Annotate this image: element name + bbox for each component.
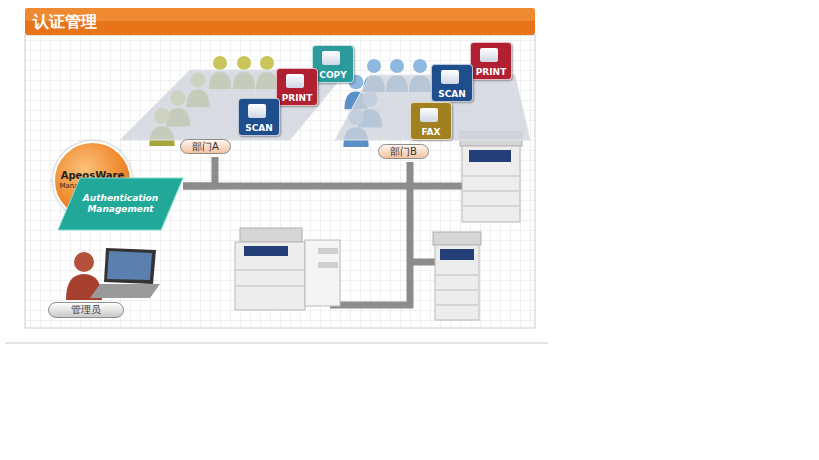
person-head (260, 56, 274, 70)
printer-large (235, 228, 340, 310)
function-icon: COPY (312, 45, 354, 83)
department-area: 部门B PRINT SCAN FAX (335, 40, 535, 162)
person-head (237, 56, 251, 70)
person-head (213, 56, 227, 70)
icon-label: SCAN (432, 89, 472, 99)
icon-glyph (286, 74, 304, 88)
module-plane: Authentication Management (58, 178, 183, 230)
icon-glyph (420, 108, 438, 122)
network-line (330, 302, 413, 309)
grid (26, 36, 534, 327)
plane-polygon (58, 178, 183, 230)
icon-glyph (322, 51, 340, 65)
icon-label: FAX (411, 127, 451, 137)
network-line (406, 183, 462, 190)
function-icon: SCAN (431, 64, 473, 102)
module-name: Authentication Management (78, 193, 163, 215)
person-head (390, 59, 404, 73)
icon-label: SCAN (239, 123, 279, 133)
department-label: 部门B (378, 144, 429, 159)
title-bar (25, 8, 535, 35)
network-line (407, 182, 414, 308)
icon-label: PRINT (471, 67, 511, 77)
icon-glyph (441, 70, 459, 84)
role-label: 管理员 (48, 302, 124, 318)
network-connector (183, 157, 215, 186)
department-label: 部门A (180, 139, 231, 154)
printer (433, 232, 481, 320)
diagram-title: 认证管理 (33, 8, 97, 35)
rule (5, 343, 548, 344)
title-bar-shine (25, 8, 535, 21)
icon-glyph (480, 48, 498, 62)
function-icon: FAX (410, 102, 452, 140)
person-head (367, 59, 381, 73)
network-connector (183, 162, 410, 186)
printer (460, 132, 522, 222)
department-area: 部门ACOPYPRINTSCAN (120, 45, 348, 157)
icon-glyph (248, 104, 266, 118)
person-head (413, 59, 427, 73)
icon-label: COPY (313, 70, 353, 80)
function-icon: SCAN (238, 98, 280, 136)
function-icon: PRINT (470, 42, 512, 80)
role-text: 管理员 (71, 303, 101, 317)
panel (25, 35, 535, 328)
function-icon: PRINT (276, 68, 318, 106)
laptop (90, 248, 160, 298)
icon-label: PRINT (277, 93, 317, 103)
plane-text-box: Authentication Management (78, 178, 163, 230)
network-line (410, 259, 435, 266)
